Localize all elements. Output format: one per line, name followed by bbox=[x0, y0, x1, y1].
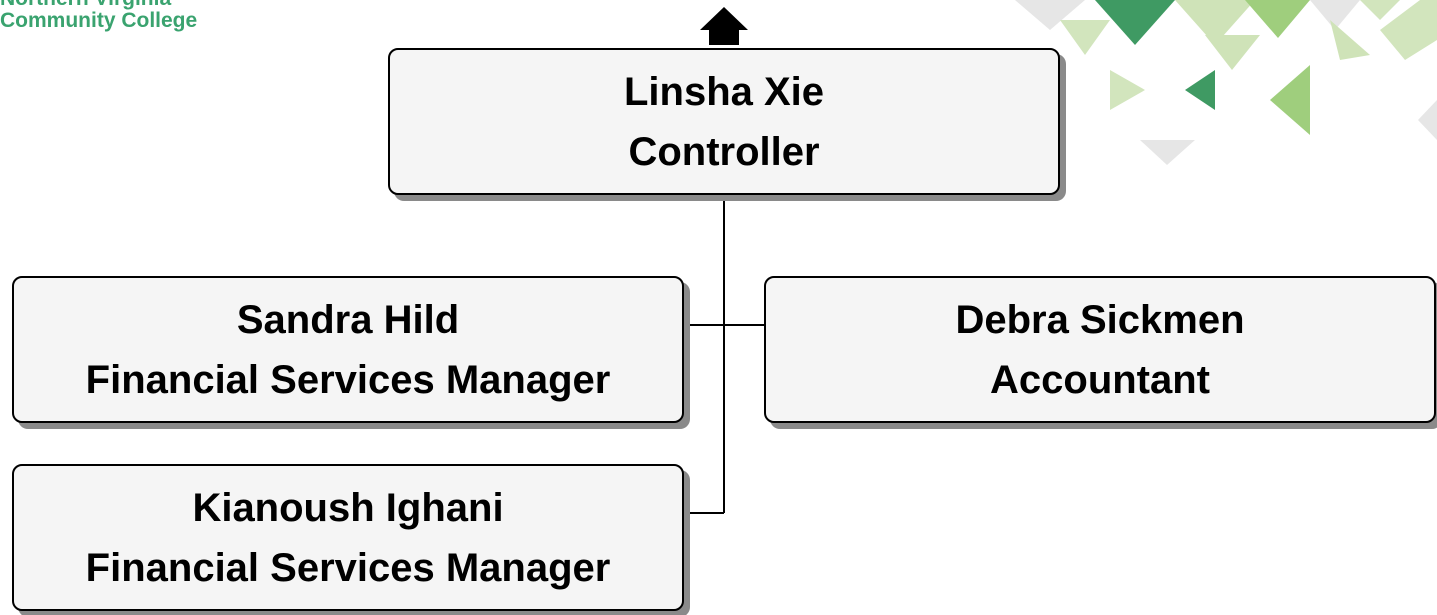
org-node-debra-sickmen: Debra Sickmen Accountant bbox=[764, 276, 1436, 423]
node-name: Linsha Xie bbox=[623, 69, 825, 114]
org-node-sandra-hild: Sandra Hild Financial Services Manager bbox=[12, 276, 684, 423]
org-node-kianoush-ighani: Kianoush Ighani Financial Services Manag… bbox=[12, 464, 684, 611]
node-title: Financial Services Manager bbox=[85, 545, 611, 590]
node-title: Financial Services Manager bbox=[85, 357, 611, 402]
node-title: Accountant bbox=[990, 357, 1210, 402]
node-title: Controller bbox=[628, 129, 820, 174]
logo-line-2: Community College bbox=[0, 9, 198, 32]
node-name: Kianoush Ighani bbox=[192, 485, 504, 530]
up-arrow-icon bbox=[700, 7, 748, 45]
org-node-controller: Linsha Xie Controller bbox=[388, 48, 1060, 195]
college-logo: Northern Virginia Community College bbox=[0, 0, 260, 32]
logo-line-1: Northern Virginia bbox=[0, 0, 260, 10]
node-name: Sandra Hild bbox=[236, 297, 460, 342]
node-name: Debra Sickmen bbox=[955, 297, 1245, 342]
